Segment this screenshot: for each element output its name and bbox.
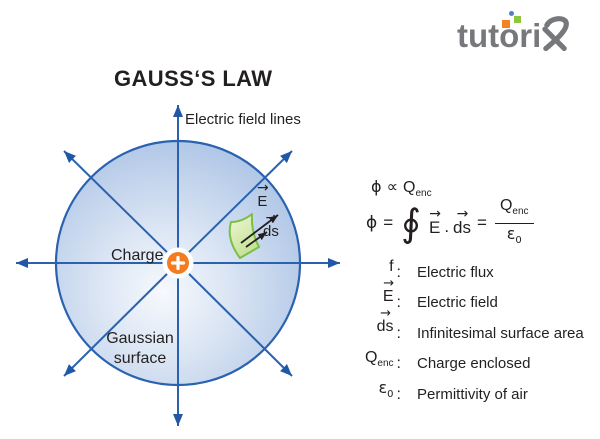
- fraction-numerator: Qenc: [494, 197, 534, 224]
- over-arrow-icon: →: [383, 276, 394, 292]
- legend-description: Charge enclosed: [417, 354, 531, 372]
- colon: :: [396, 294, 401, 312]
- e-field-arrow: [240, 214, 279, 244]
- logo-text: tutori: [457, 17, 542, 54]
- equals-sign: =: [477, 213, 487, 232]
- closed-integral-symbol: ∮: [401, 201, 421, 245]
- e-letter: E: [428, 218, 441, 237]
- colon: :: [396, 385, 401, 403]
- legend-term-sub: enc: [377, 357, 394, 369]
- legend-term: f: [389, 258, 394, 275]
- ds-vector-label: → ds: [263, 210, 279, 240]
- legend-description: Electric flux: [417, 264, 494, 282]
- gaussian-surface-label-line1: Gaussian: [106, 330, 174, 347]
- fraction-q-over-epsilon: Qenc ε0: [494, 197, 534, 249]
- legend-term: Q: [364, 348, 378, 366]
- ds-vector-term: → ds: [453, 206, 472, 237]
- dot-product-symbol: .: [444, 217, 450, 236]
- legend-row-charge-enclosed: Qenc : Charge enclosed: [349, 342, 584, 371]
- e-vector-term: → E: [428, 206, 441, 237]
- logo-green-square-icon: [513, 15, 521, 23]
- field-lines-label: Electric field lines: [185, 111, 301, 128]
- legend-row-surface-area: → ds : Infinitesimal surface area: [349, 306, 584, 342]
- phi-symbol: ϕ: [371, 177, 382, 196]
- colon: :: [396, 264, 401, 282]
- logo-orange-square-icon: [502, 20, 510, 28]
- e-vector-letter: E: [257, 193, 268, 210]
- equals-sign: =: [383, 213, 394, 232]
- phi-symbol: ϕ: [366, 213, 378, 233]
- page-title: GAUSS‘S LAW: [114, 66, 273, 91]
- tutorix-logo: tutori: [457, 11, 597, 60]
- legend-row-permittivity: ε0 : Permittivity of air: [349, 372, 584, 402]
- legend-term: ε: [378, 377, 388, 397]
- epsilon-subscript: 0: [515, 234, 522, 246]
- legend-description: Infinitesimal surface area: [417, 324, 584, 342]
- legend-term-sub: 0: [387, 388, 394, 400]
- epsilon-letter: ε: [506, 223, 516, 243]
- legend-term: ds: [376, 318, 394, 336]
- q-letter: Q: [403, 179, 416, 196]
- legend-row-field: → E : Electric field: [349, 276, 584, 312]
- logo-x-glyph: [542, 16, 570, 52]
- q-enclosed-term: Qenc: [403, 179, 432, 199]
- plus-icon: [170, 255, 186, 271]
- ds-arrow: [245, 231, 268, 248]
- legend-term: E: [382, 288, 394, 306]
- over-arrow-icon: →: [380, 306, 391, 322]
- field-line-down-left: [63, 262, 179, 377]
- e-over-arrow-icon: →: [257, 180, 269, 196]
- field-line-up-left: [63, 150, 179, 264]
- gauss-law-equation: ϕ = ∮ → E . → ds = Qenc ε0: [366, 197, 534, 249]
- q-subscript: enc: [512, 206, 529, 218]
- e-over-arrow-icon: →: [429, 206, 441, 222]
- e-vector-label: → E: [257, 180, 269, 210]
- legend-description: Electric field: [417, 294, 498, 312]
- logo-blue-dot-icon: [509, 11, 514, 16]
- legend-description: Permittivity of air: [417, 385, 528, 403]
- charge-label: Charge: [111, 247, 164, 264]
- ds-over-arrow-icon: →: [456, 206, 469, 222]
- gaussian-surface-label-line2: surface: [113, 350, 167, 367]
- colon: :: [396, 354, 401, 372]
- field-line-up-right: [177, 150, 293, 264]
- colon: :: [396, 324, 401, 342]
- gaussian-surface-label: Gaussian surface: [94, 329, 186, 369]
- field-line-down-right: [177, 262, 293, 377]
- ds-vector-letter: ds: [263, 223, 279, 240]
- proportional-symbol: ∝: [386, 177, 398, 196]
- q-letter: Q: [499, 197, 513, 215]
- fraction-denominator: ε0: [507, 224, 522, 249]
- q-subscript: enc: [415, 188, 432, 200]
- ds-over-arrow-icon: →: [265, 210, 278, 226]
- ds-letters: ds: [453, 218, 472, 237]
- legend: f : Electric flux → E : Electric field →…: [349, 251, 584, 403]
- legend-row-flux: f : Electric flux: [349, 251, 584, 282]
- flux-proportionality-equation: ϕ ∝ Qenc: [371, 177, 432, 199]
- gauss-law-diagram: [16, 105, 340, 426]
